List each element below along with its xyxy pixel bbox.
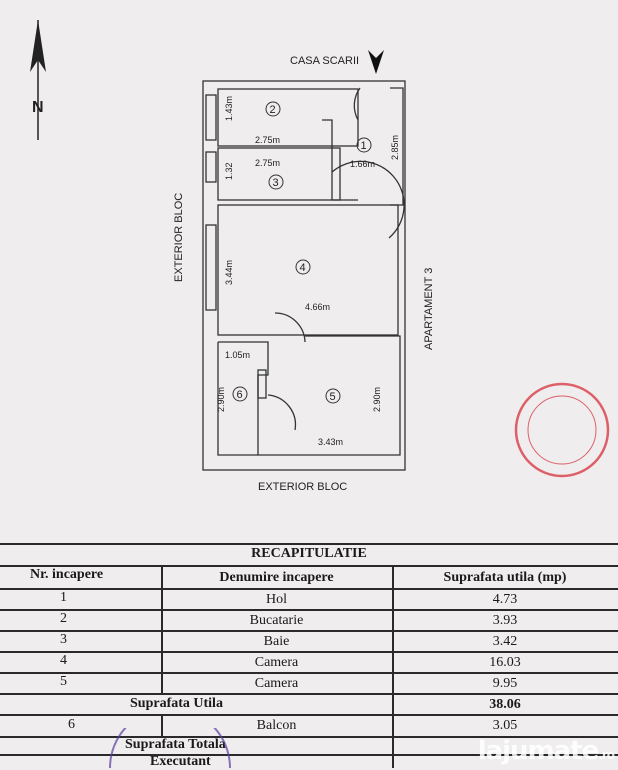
total-label: Suprafata Totala xyxy=(125,737,226,752)
left-label: EXTERIOR BLOC xyxy=(173,193,185,282)
header-nr: Nr. incapere xyxy=(30,567,104,582)
bottom-label: EXTERIOR BLOC xyxy=(258,481,347,493)
svg-text:2: 2 xyxy=(270,104,276,116)
room-numbers: 2 1 3 4 5 6 xyxy=(232,101,372,404)
svg-text:6: 6 xyxy=(237,389,243,401)
north-arrow-icon xyxy=(30,20,46,140)
executant-label: Executant xyxy=(150,754,211,769)
walls xyxy=(202,80,406,471)
svg-text:2.75m: 2.75m xyxy=(255,158,280,168)
north-label: N xyxy=(32,99,44,116)
header-name: Denumire incapere xyxy=(219,570,334,585)
top-label: CASA SCARII xyxy=(290,55,359,67)
right-label: APARTAMENT 3 xyxy=(423,268,435,350)
header-area: Suprafata utila (mp) xyxy=(443,570,567,585)
svg-text:1.43m: 1.43m xyxy=(224,96,234,121)
svg-text:1: 1 xyxy=(361,140,367,152)
svg-text:4.66m: 4.66m xyxy=(305,302,330,312)
svg-text:5: 5 xyxy=(330,391,336,403)
svg-text:2.75m: 2.75m xyxy=(255,135,280,145)
purple-stamp xyxy=(109,728,231,768)
svg-text:4: 4 xyxy=(300,262,306,274)
table-title: RECAPITULATIE xyxy=(251,546,367,561)
entrance-arrow-icon xyxy=(368,50,384,74)
watermark: lajumate.ro xyxy=(477,736,615,766)
svg-text:1.32: 1.32 xyxy=(224,162,234,180)
svg-text:3: 3 xyxy=(273,177,279,189)
svg-text:3.43m: 3.43m xyxy=(318,437,343,447)
red-stamp xyxy=(514,382,610,478)
svg-text:3.44m: 3.44m xyxy=(224,260,234,285)
svg-text:2.90m: 2.90m xyxy=(372,387,382,412)
svg-text:2.90m: 2.90m xyxy=(216,387,226,412)
svg-text:1.66m: 1.66m xyxy=(350,159,375,169)
summary-table: RECAPITULATIE Nr. incapere Denumire inca… xyxy=(0,540,618,769)
svg-text:1.05m: 1.05m xyxy=(225,350,250,360)
dimension-labels: 1.43m 2.75m 2.75m 1.66m 2.85m 1.32 3.44m… xyxy=(216,96,400,447)
floor-plan: N CASA SCARII EXTERIOR BLOC EXTERIOR BLO… xyxy=(30,20,610,493)
svg-text:2.85m: 2.85m xyxy=(390,135,400,160)
